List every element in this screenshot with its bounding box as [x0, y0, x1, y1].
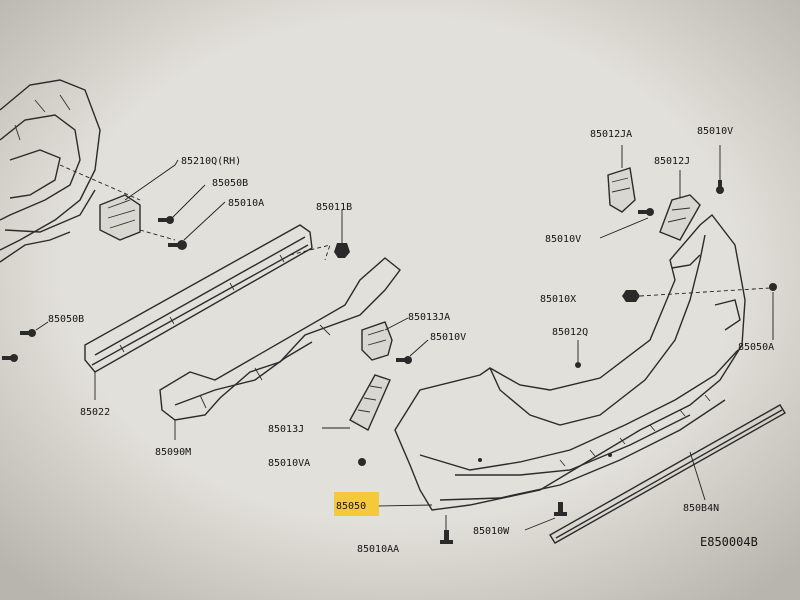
label-85012Q: 85012Q [552, 327, 588, 338]
molding-850B4N [549, 404, 786, 544]
label-85050A: 85050A [738, 342, 774, 353]
bolt-85010V-top [716, 180, 724, 194]
bracket-85013JA [361, 321, 393, 361]
label-85022: 85022 [80, 407, 110, 418]
clip-85050A [769, 283, 777, 291]
nut-85010VA [358, 458, 366, 466]
label-85210Q: 85210Q(RH) [181, 156, 241, 167]
label-85010X: 85010X [540, 294, 576, 305]
bolt-85010AA [440, 530, 453, 544]
bumper-fascia-85050 [394, 213, 746, 511]
bolt-85050B-left [2, 329, 36, 362]
label-85010V-top: 85010V [697, 126, 733, 137]
label-85013J: 85013J [268, 424, 304, 435]
label-85012J: 85012J [654, 156, 690, 167]
nut-85010X [622, 290, 640, 302]
label-85050B-left: 85050B [48, 314, 84, 325]
highlight-marker [334, 492, 379, 516]
label-85010A: 85010A [228, 198, 264, 209]
label-85010V-right: 85010V [545, 234, 581, 245]
label-85012JA: 85012JA [590, 129, 632, 140]
bolt-85010V-mid [396, 356, 412, 364]
label-85050: 85050 [336, 501, 366, 512]
label-850B4N: 850B4N [683, 503, 719, 514]
nut-85011B [334, 243, 350, 258]
bracket-85210Q [99, 194, 141, 241]
reinforcement-85022 [84, 224, 313, 373]
bracket-85012J [659, 194, 701, 241]
label-85010V-mid: 85010V [430, 332, 466, 343]
label-85010W: 85010W [473, 526, 510, 537]
label-85013JA: 85013JA [408, 312, 450, 323]
label-85090M: 85090M [155, 447, 191, 458]
label-85010VA: 85010VA [268, 458, 310, 469]
label-85050B-top: 85050B [212, 178, 248, 189]
vehicle-body-panel [0, 79, 101, 263]
label-85010AA: 85010AA [357, 544, 399, 555]
clip-85012Q [575, 362, 581, 368]
bolt-85010A [168, 240, 187, 250]
diagram-code: E850004B [700, 535, 758, 549]
bracket-85012JA [607, 167, 636, 213]
bolt-85010V-right [638, 208, 654, 216]
bolt-85010W [554, 502, 567, 516]
label-85011B: 85011B [316, 202, 352, 213]
absorber-85090M [159, 257, 401, 421]
bracket-85013J [349, 374, 391, 431]
